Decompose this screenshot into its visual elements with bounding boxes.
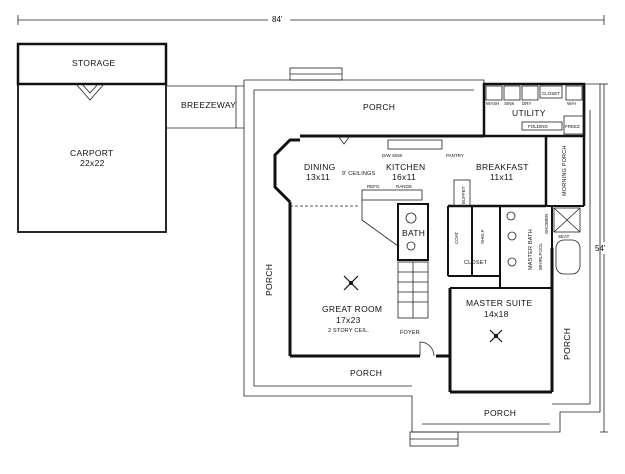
depth-label: 54' bbox=[595, 244, 606, 253]
morning-porch-label: MORNING PORCH bbox=[562, 145, 568, 196]
dining-label: DINING bbox=[304, 162, 336, 172]
ceilings-note: 9' CEILINGS bbox=[342, 171, 376, 177]
kitchen-label: KITCHEN bbox=[386, 162, 425, 172]
range-label: RANGE bbox=[396, 184, 412, 189]
shower-label: SHOWER bbox=[544, 213, 549, 234]
whirlpool-label: WHIRLPOOL bbox=[538, 242, 543, 270]
carport-structure: STORAGE CARPORT 22x22 bbox=[16, 42, 168, 233]
pantry-label: PANTRY bbox=[446, 153, 464, 158]
porch-right-label: PORCH bbox=[562, 328, 572, 360]
master-bath-fixtures bbox=[405, 207, 581, 275]
dw-sink-label: D/W SINK bbox=[382, 153, 403, 158]
great-room-label: GREAT ROOM bbox=[322, 304, 382, 314]
great-room-note: 2 STORY CEIL. bbox=[328, 328, 369, 334]
breezeway-label: BREEZEWAY bbox=[181, 100, 236, 110]
carport-size: 22x22 bbox=[80, 158, 105, 168]
storage-label: STORAGE bbox=[72, 58, 116, 68]
master-bath-label: MASTER BATH bbox=[528, 229, 534, 270]
porch-bottom-right-label: PORCH bbox=[484, 408, 516, 418]
master-suite-size: 14x18 bbox=[484, 309, 509, 319]
utility-fixtures bbox=[485, 85, 585, 135]
freez-label: FREEZ bbox=[565, 124, 580, 129]
kitchen-size: 16x11 bbox=[392, 172, 416, 182]
depth-dimension: 54' bbox=[594, 83, 614, 433]
dry-label: DRY bbox=[522, 101, 531, 106]
breakfast-size: 11x11 bbox=[490, 172, 513, 182]
seat-label: SEAT bbox=[558, 234, 570, 239]
porch-bottom-label: PORCH bbox=[350, 368, 382, 378]
house-walls bbox=[273, 82, 586, 394]
utility-label: UTILITY bbox=[512, 108, 546, 118]
folding-label: FOLDING bbox=[528, 124, 549, 129]
porch-left-label: PORCH bbox=[264, 264, 274, 296]
width-label: 84' bbox=[272, 15, 283, 24]
foyer-label: FOYER bbox=[400, 330, 420, 336]
bath-label: BATH bbox=[402, 228, 425, 238]
dining-size: 13x11 bbox=[306, 172, 330, 182]
closet-label: CLOSET bbox=[464, 260, 488, 266]
coat-label: COAT bbox=[454, 232, 459, 244]
sink-label: SINK bbox=[504, 101, 515, 106]
buffet-label: BUFFET bbox=[461, 186, 466, 204]
porch-outline bbox=[243, 67, 601, 447]
great-room-size: 17x23 bbox=[336, 315, 361, 325]
breakfast-label: BREAKFAST bbox=[476, 162, 529, 172]
shelf-label: SHELF bbox=[480, 229, 485, 244]
ceiling-fan-great-room bbox=[343, 275, 359, 291]
master-suite-label: MASTER SUITE bbox=[466, 298, 532, 308]
utility-closet-label: CLOSET bbox=[542, 91, 560, 96]
breezeway: BREEZEWAY bbox=[166, 85, 244, 129]
width-dimension: 84' bbox=[17, 13, 605, 25]
carport-label: CARPORT bbox=[70, 148, 114, 158]
ceiling-fan-master bbox=[489, 329, 503, 343]
wash-label: WASH bbox=[486, 101, 499, 106]
refg-label: REFG bbox=[367, 184, 380, 189]
porch-top-label: PORCH bbox=[363, 102, 395, 112]
wh-label: W/H bbox=[567, 101, 576, 106]
